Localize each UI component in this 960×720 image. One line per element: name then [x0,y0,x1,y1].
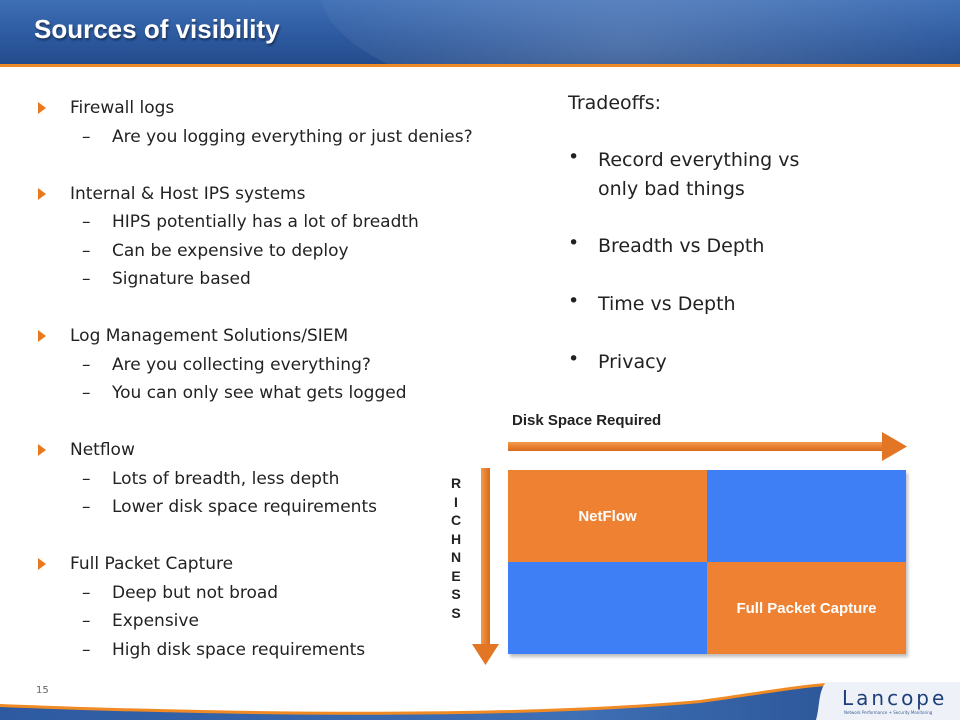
y-axis-letter: H [450,530,462,547]
dash-marker: – [82,582,91,603]
header-swoosh [320,0,960,64]
y-axis-letter: R [450,475,462,491]
grid-cell: NetFlow [508,470,707,562]
y-axis-letter: E [451,567,461,584]
grid-cell [707,470,906,562]
footer-wave [0,682,960,720]
sub-bullet-label: HIPS potentially has a lot of breadth [112,212,419,232]
bullet-arrow-icon [38,444,46,456]
x-axis-label: Disk Space Required [512,412,662,429]
sub-bullet-label: Lower disk space requirements [112,497,377,517]
dash-marker: – [82,240,91,261]
sub-bullet-label: You can only see what gets logged [112,383,407,403]
grid-cell-label: Full Packet Capture [736,599,877,617]
dash-marker: – [82,639,91,660]
bullet-arrow-icon [38,330,46,342]
sub-bullet-label: Deep but not broad [112,582,279,603]
tradeoff-line: Time vs Depth [598,293,736,315]
bullet-dot-icon: • [568,348,580,370]
slide-header: Sources of visibility [0,0,960,64]
tradeoff-line: Privacy [598,351,667,373]
bullet-dot-icon: • [568,290,580,312]
y-axis-letter: S [451,586,461,602]
y-axis-letter: C [450,512,462,528]
bullet-dot-icon: • [568,146,580,168]
page-number: 15 [36,685,49,696]
dash-marker: – [82,126,91,147]
bullet-arrow-icon [38,102,46,114]
lancope-logo: Lancope [842,686,948,710]
dash-marker: – [82,468,91,489]
sub-bullet-label: High disk space requirements [112,639,366,660]
tradeoffs-heading: Tradeoffs: [568,92,662,114]
bullet-label: Internal & Host IPS systems [70,183,306,204]
bullet-arrow-icon [38,558,46,570]
sub-bullet-label: Are you collecting everything? [112,354,371,375]
sub-bullet-label: Signature based [112,269,251,289]
tradeoff-label: Privacy [598,348,667,377]
y-axis-letter: I [454,493,458,510]
grid-cell [508,562,707,654]
tradeoff-line: only bad things [598,178,745,200]
slide-title: Sources of visibility [34,14,280,44]
logo-tagline: Network Performance + Security Monitorin… [844,710,933,715]
sub-bullet-label: Expensive [112,611,199,631]
y-axis-letter: N [450,549,462,565]
dash-marker: – [82,497,91,517]
sub-bullet-label: Lots of breadth, less depth [112,468,340,489]
tradeoff-label: Time vs Depth [598,290,736,319]
dash-marker: – [82,269,91,289]
horizontal-arrow [508,432,907,461]
grid-cell: Full Packet Capture [707,562,906,654]
y-axis-letter: S [451,604,461,621]
tradeoff-label: Record everything vs only bad things [598,146,799,204]
dash-marker: – [82,611,91,631]
tradeoff-line: Record everything vs [598,149,800,171]
bullet-dot-icon: • [568,232,580,254]
vertical-arrow [472,468,499,665]
bullet-label: Full Packet Capture [70,554,234,574]
sub-bullet-label: Can be expensive to deploy [112,240,349,261]
tradeoff-label: Breadth vs Depth [598,232,764,261]
bullet-label: Log Management Solutions/SIEM [70,326,349,346]
tradeoff-line: Breadth vs Depth [598,235,765,257]
dash-marker: – [82,383,91,403]
header-accent-line [0,64,960,67]
dash-marker: – [82,354,91,375]
bullet-label: Netflow [70,440,135,460]
dash-marker: – [82,212,91,232]
bullet-arrow-icon [38,187,46,200]
sub-bullet-label: Are you logging everything or just denie… [112,126,473,147]
grid-cell-label: NetFlow [578,507,637,525]
bullet-label: Firewall logs [70,98,175,118]
